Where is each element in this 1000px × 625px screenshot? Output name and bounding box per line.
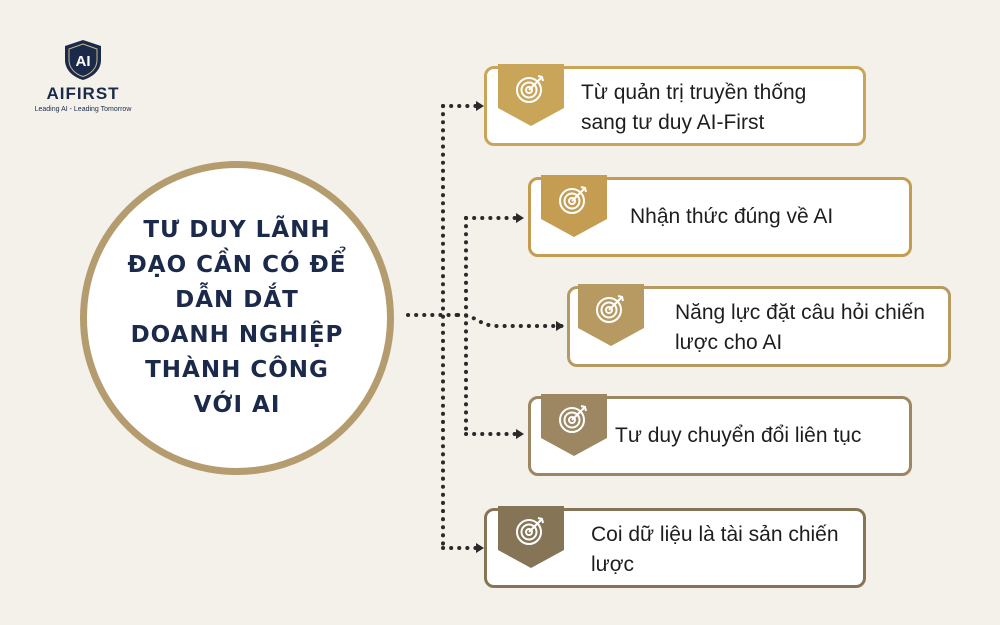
- item-label-1: Từ quản trị truyền thống sang tư duy AI-…: [581, 81, 807, 134]
- brand-tagline: Leading AI - Leading Tomorrow: [34, 106, 132, 113]
- shield-logo-icon: AI: [65, 40, 101, 80]
- central-topic-title: TƯ DUY LÃNH ĐẠO CẦN CÓ ĐỂ DẪN DẮT DOANH …: [127, 217, 347, 418]
- target-icon: [498, 64, 564, 128]
- item-label-2: Nhận thức đúng về AI: [630, 205, 834, 228]
- item-label-5: Coi dữ liệu là tài sản chiến lược: [591, 523, 839, 576]
- logo-mark: AI: [76, 53, 91, 70]
- item-card-5: Coi dữ liệu là tài sản chiến lược: [484, 508, 866, 588]
- target-icon: [541, 175, 607, 239]
- item-label-3: Năng lực đặt câu hỏi chiến lược cho AI: [675, 301, 925, 354]
- brand-name: AIFIRST: [46, 84, 120, 103]
- logo: AI AIFIRST Leading AI - Leading Tomorrow: [28, 38, 138, 113]
- connector-3: [456, 313, 564, 331]
- target-icon: [498, 506, 564, 570]
- item-label-4: Tư duy chuyển đổi liên tục: [615, 424, 862, 447]
- target-icon: [578, 284, 644, 348]
- central-topic-circle: TƯ DUY LÃNH ĐẠO CẦN CÓ ĐỂ DẪN DẮT DOANH …: [80, 161, 394, 475]
- target-icon: [541, 394, 607, 458]
